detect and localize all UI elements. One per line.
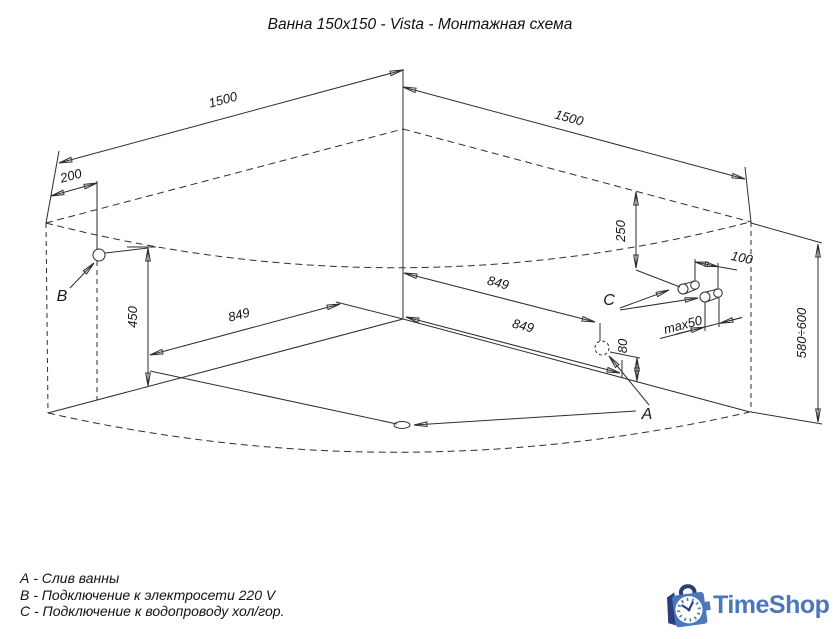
dimension-line	[149, 303, 341, 356]
dim-tub-height: 580÷600	[750, 222, 823, 425]
leader-line-2	[619, 297, 699, 311]
dim-drain-right-lower: 849	[405, 316, 623, 378]
callout-c: C	[603, 289, 699, 311]
b-connection-point	[92, 248, 106, 262]
dimension-line	[50, 182, 98, 197]
dim-label-wall-right: 1500	[553, 107, 586, 129]
leader-line-2	[608, 355, 650, 406]
stub-2-base	[699, 291, 711, 303]
rim-edge-left-wall	[45, 128, 404, 224]
legend-item-c: С - Подключение к водопроводу хол/гор.	[20, 603, 285, 619]
dimension-line	[58, 69, 404, 164]
legend-item-b: В - Подключение к электросети 220 V	[20, 586, 276, 603]
dim-label-drain-right-lower: 849	[511, 316, 536, 336]
drain-hole	[393, 421, 411, 429]
dim-label-tub-height: 580÷600	[794, 307, 809, 358]
drain-wall-outlet	[594, 340, 610, 356]
dim-wall-left: 1500	[45, 69, 404, 224]
legend-item-a: А - Слив ванны	[20, 570, 120, 586]
dimension-line	[402, 86, 746, 180]
callout-b: B	[57, 248, 106, 305]
timeshop-logo: TimeShop	[664, 577, 836, 633]
extension-line	[45, 150, 60, 224]
leader-line	[69, 262, 95, 289]
extension-line	[744, 166, 752, 223]
stub-1-body	[683, 280, 697, 295]
dim-depth-c: 250	[613, 191, 681, 288]
leader-line-1	[413, 410, 637, 428]
water-connection-stubs	[677, 280, 723, 303]
dim-label-offset-b: 200	[57, 165, 84, 186]
timeshop-logo-text: TimeShop	[713, 591, 830, 619]
dim-drain-left: 849	[149, 301, 404, 425]
clock-ticks	[676, 597, 701, 622]
front-rim-arc	[45, 221, 751, 269]
dim-label-drain-left: 849	[226, 305, 251, 325]
callout-c-letter: C	[603, 292, 615, 309]
dim-label-height-a: 80	[615, 338, 630, 353]
stub-1-base	[677, 283, 689, 295]
dim-offset-b: 200	[50, 165, 98, 249]
dimension-tail	[717, 266, 738, 271]
callout-a-letter: A	[641, 406, 653, 423]
timeshop-logo-mark	[667, 584, 711, 628]
dim-label-wall-left: 1500	[207, 88, 240, 110]
leader-line-1	[619, 289, 670, 309]
tub-outline	[45, 69, 752, 453]
dimension-line	[694, 261, 719, 268]
dim-wall-right: 1500	[402, 86, 752, 223]
dim-label-protrusion-c: max50	[662, 312, 704, 336]
floor-edge-left	[47, 318, 404, 414]
dim-spacing-c: 100	[694, 248, 755, 288]
bag-notch	[704, 601, 711, 611]
outside-arrow-right	[719, 317, 743, 324]
tub-left-vertical-edge	[45, 222, 49, 414]
dim-label-depth-c: 250	[613, 219, 628, 242]
dim-label-height-b: 450	[125, 305, 140, 327]
extension-line-to-drain	[149, 370, 398, 425]
floor-edge-right	[402, 318, 751, 413]
dim-protrusion-c: max50	[659, 298, 743, 339]
callout-b-letter: B	[57, 288, 68, 305]
dim-label-drain-right-upper: 849	[486, 273, 511, 293]
extension-line	[104, 247, 149, 254]
extension-line	[609, 351, 641, 359]
extension-line-top	[750, 222, 823, 244]
legend: А - Слив ванны В - Подключение к электро…	[20, 570, 284, 620]
dim-height-b: 450	[104, 246, 156, 387]
bag-handle	[678, 584, 697, 598]
page-title: Ванна 150x150 - Vista - Монтажная схема	[267, 16, 573, 33]
extension-line	[335, 301, 404, 320]
outside-arrow-left	[675, 326, 705, 335]
dim-height-a: 80	[609, 338, 641, 382]
callout-a: A	[413, 355, 653, 428]
extension-line-bottom	[750, 411, 823, 425]
dimension-line	[405, 316, 621, 374]
stub-2-body	[705, 288, 720, 303]
rim-edge-right-wall	[402, 128, 752, 223]
dim-drain-right-upper: 849	[403, 272, 601, 341]
clock-center	[687, 608, 691, 612]
dim-label-spacing-c: 100	[730, 248, 755, 267]
extension-line	[635, 269, 681, 288]
dimension-line	[403, 272, 596, 323]
